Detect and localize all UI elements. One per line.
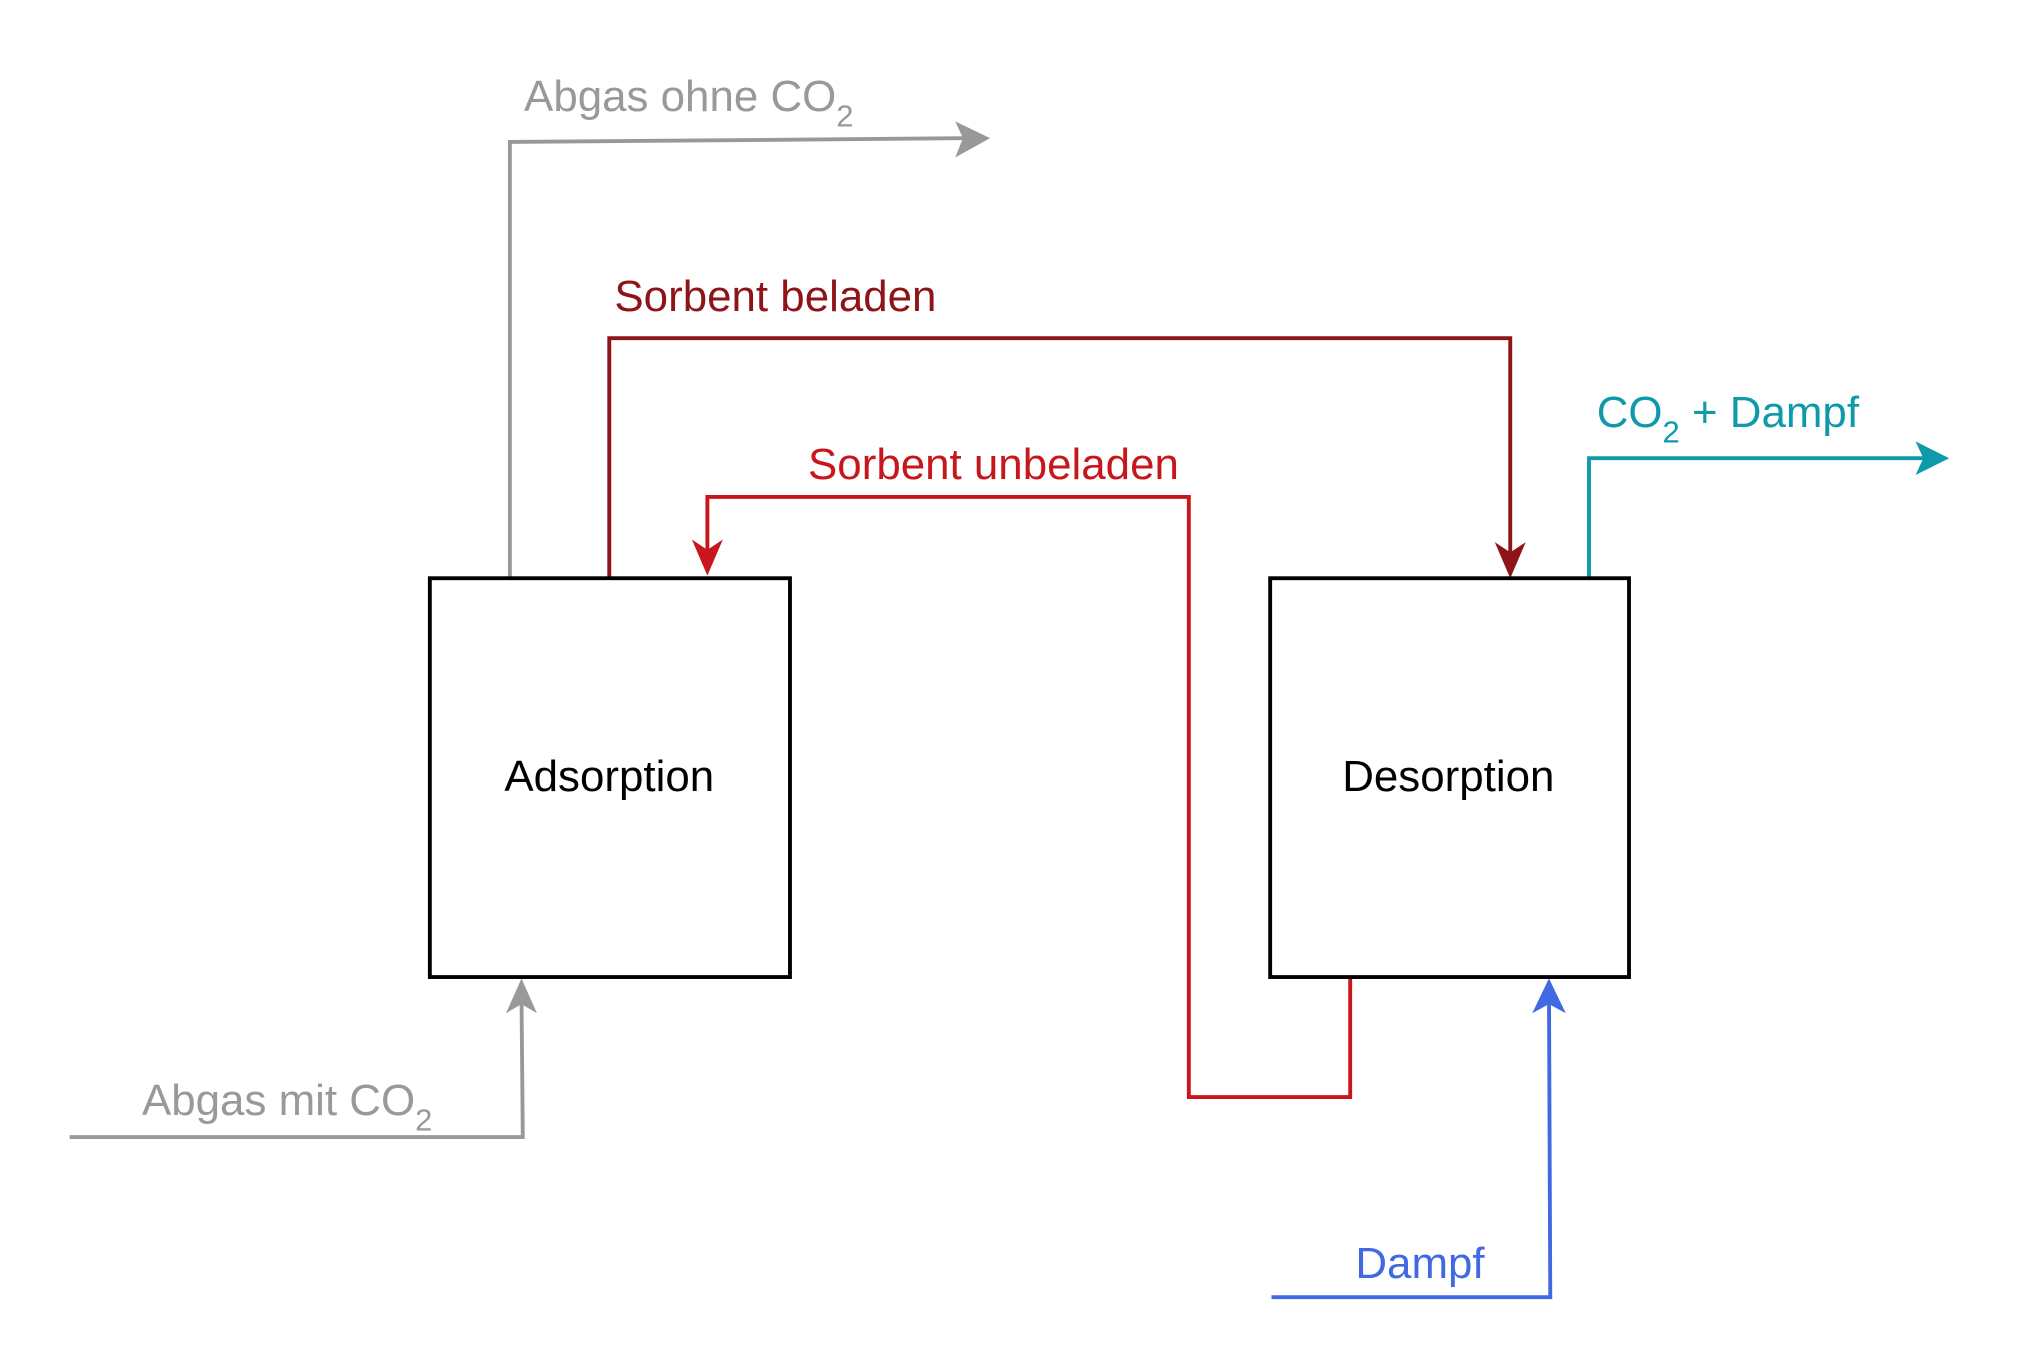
flow-co2-dampf: CO2 + Dampf — [1587, 388, 1950, 577]
arrow-down-icon — [1494, 542, 1526, 579]
flow-label-sorbent-beladen: Sorbent beladen — [614, 272, 936, 321]
flow-line-sorbent-unbeladen — [705, 494, 1353, 1100]
flow-abgas-mit-co2: Abgas mit CO2 — [69, 978, 537, 1140]
flow-label-abgas-mit-co2: Abgas mit CO2 — [142, 1076, 432, 1137]
flow-dampf: Dampf — [1271, 978, 1566, 1300]
flow-label-sorbent-unbeladen: Sorbent unbeladen — [808, 440, 1179, 489]
desorption-label: Desorption — [1342, 752, 1554, 801]
desorption-box — [1268, 576, 1631, 979]
flow-line-co2-dampf — [1587, 456, 1934, 577]
flow-line-abgas-mit-co2 — [69, 993, 525, 1140]
arrow-right-icon — [955, 121, 991, 158]
flow-label-dampf: Dampf — [1355, 1239, 1485, 1288]
arrow-up-icon — [1532, 978, 1566, 1014]
flow-label-co2-dampf: CO2 + Dampf — [1597, 388, 1860, 449]
flow-abgas-ohne-co2: Abgas ohne CO2 — [507, 72, 991, 577]
node-adsorption: Adsorption — [427, 576, 792, 979]
arrow-up-icon — [506, 978, 537, 1014]
flow-sorbent-beladen: Sorbent beladen — [607, 272, 1526, 579]
flow-line-sorbent-beladen — [607, 336, 1513, 577]
arrow-down-icon — [691, 539, 723, 576]
flow-line-abgas-ohne-co2 — [507, 136, 978, 577]
node-desorption: Desorption — [1268, 576, 1631, 979]
flow-sorbent-unbeladen: Sorbent unbeladen — [691, 440, 1353, 1100]
arrow-right-icon — [1915, 441, 1950, 475]
adsorption-label: Adsorption — [504, 752, 714, 801]
adsorption-box — [427, 576, 792, 979]
flow-label-abgas-ohne-co2: Abgas ohne CO2 — [524, 72, 853, 133]
flow-line-dampf — [1271, 993, 1553, 1300]
